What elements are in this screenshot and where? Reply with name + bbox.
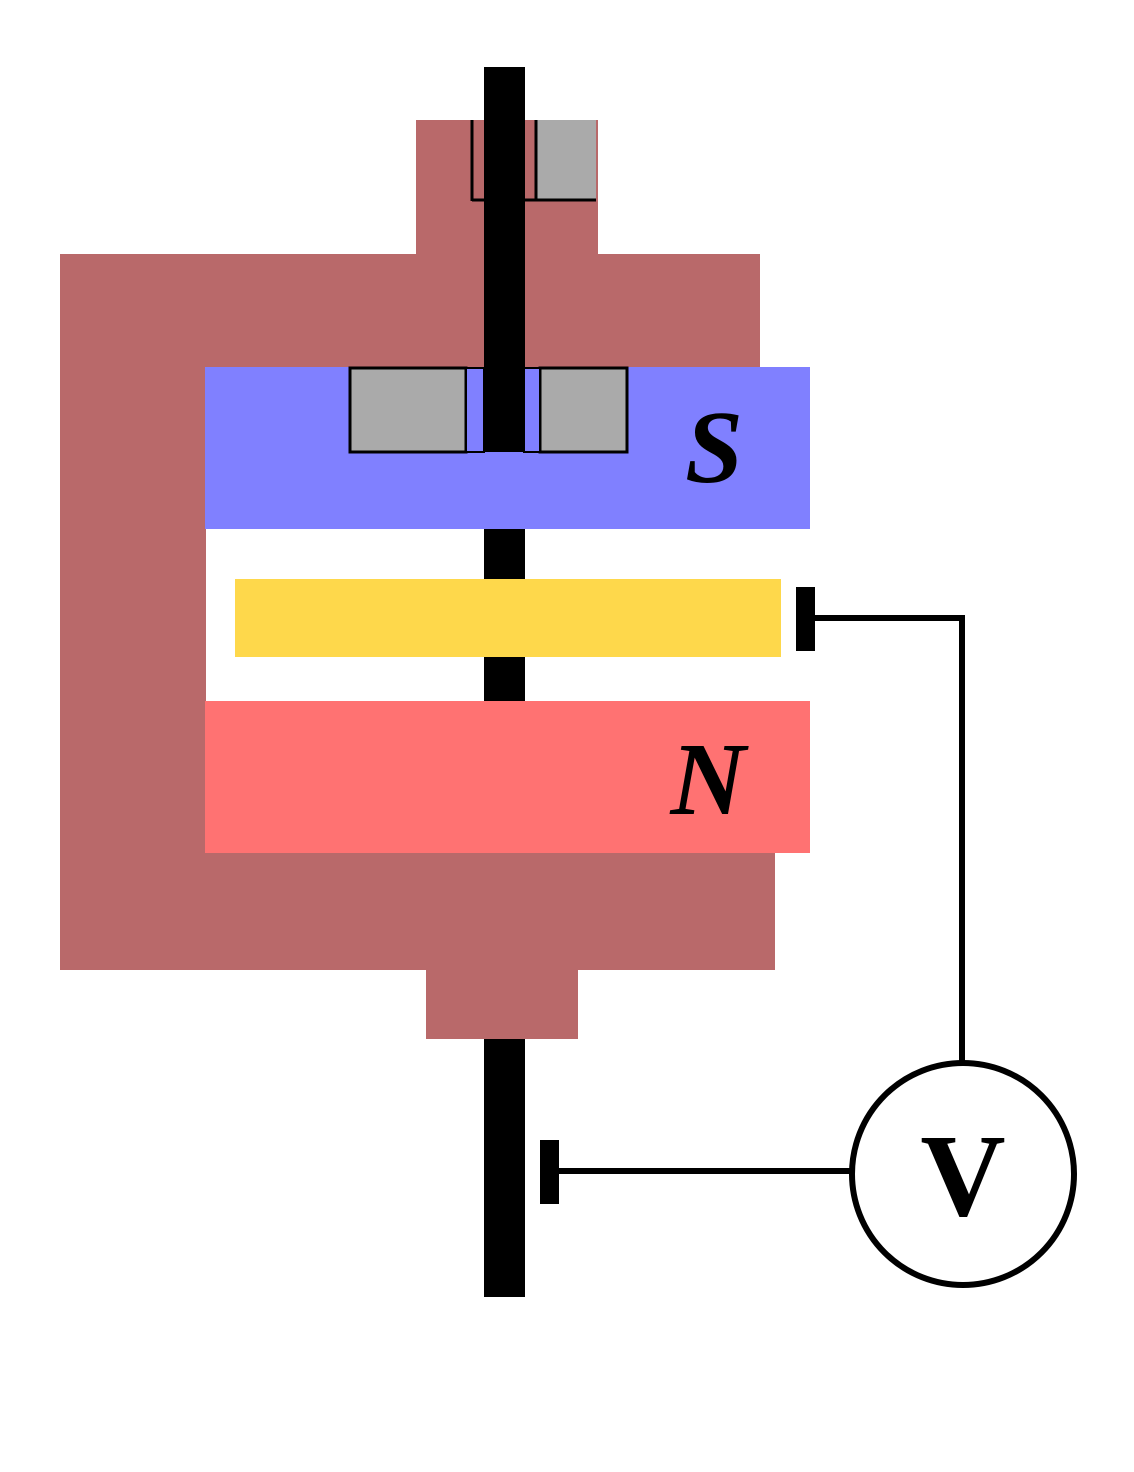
pole-bearing-right-block [538,366,629,454]
pole-bearing-right-gap [523,367,541,453]
yoke-bottom-bar [60,852,775,970]
yoke-left-bar [60,254,206,970]
disc-brush [796,587,815,651]
top-bearing-block [537,120,596,200]
circuit [540,587,965,1204]
voltmeter: V [849,1060,1077,1288]
south-pole-label: S [685,390,743,505]
north-pole-label: N [669,722,749,837]
shaft-lower [484,1039,525,1297]
wire-disc-to-meter [815,615,965,1062]
shaft [484,67,525,1297]
north-pole-magnet [205,701,810,853]
pole-bearing [348,366,629,454]
yoke-bottom-neck [426,960,578,1039]
pole-bearing-left-gap [465,367,485,453]
shaft-brush [540,1140,559,1204]
pole-bearing-left-block [348,366,468,454]
yoke [60,120,775,1039]
conducting-disc [235,579,781,657]
voltmeter-label: V [920,1110,1005,1241]
shaft-upper [484,67,525,452]
voltmeter-circle [849,1060,1077,1288]
